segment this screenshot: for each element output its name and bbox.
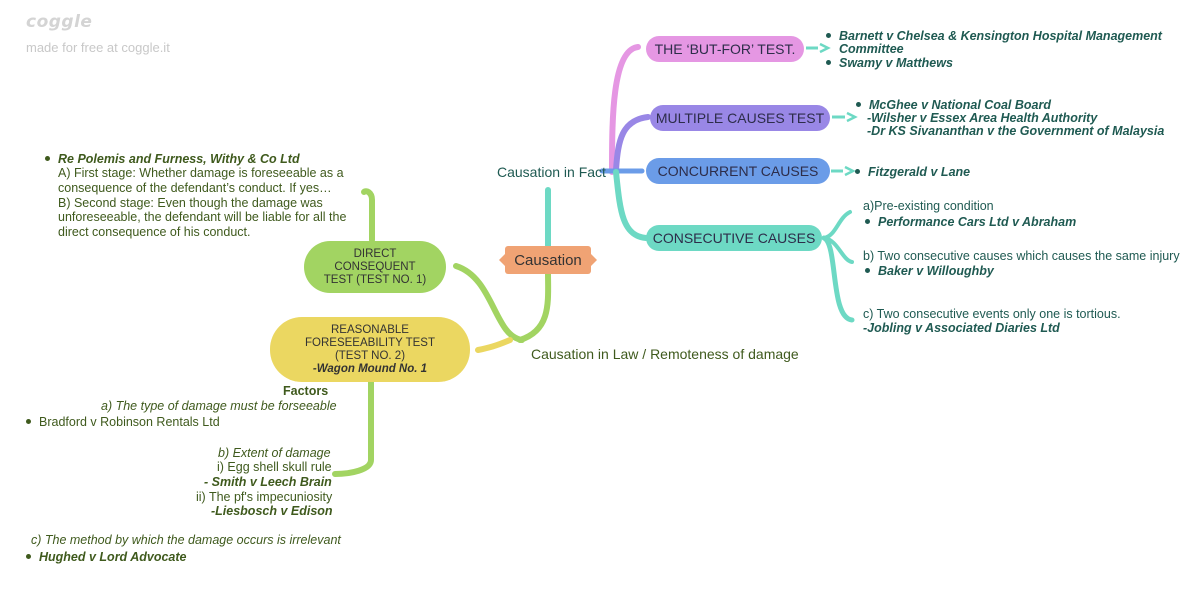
reasonable-foreseeability-node[interactable]: REASONABLE FORESEEABILITY TEST (TEST NO.… [270,317,470,382]
direct-consequent-node[interactable]: DIRECT CONSEQUENT TEST (TEST NO. 1) [304,241,446,293]
consecutive-a-case: Performance Cars Ltd v Abraham [865,215,1076,230]
consecutive-a-title: a)Pre-existing condition [863,199,994,213]
direct-note-1: A) First stage: Whether damage is forese… [58,166,344,180]
consecutive-c-title: c) Two consecutive events only one is to… [863,307,1121,321]
multiple-causes-node[interactable]: MULTIPLE CAUSES TEST [650,105,830,131]
consecutive-c-case: -Jobling v Associated Diaries Ltd [863,321,1060,335]
factor-b-i: i) Egg shell skull rule [217,460,332,474]
concurrent-case: Fitzgerald v Lane [855,165,970,180]
factor-b-i-case: - Smith v Leech Brain [204,475,332,489]
central-node[interactable]: Causation [505,246,591,274]
but-for-case-1: Barnett v Chelsea & Kensington Hospital … [826,29,1162,44]
multiple-case-3: -Dr KS Sivananthan v the Government of M… [867,124,1165,138]
factor-b-ii: ii) The pf's impecuniosity [196,490,333,504]
but-for-case-2: Swamy v Matthews [826,56,953,71]
fact-label[interactable]: Causation in Fact [497,164,606,180]
law-label[interactable]: Causation in Law / Remoteness of damage [531,346,799,362]
consecutive-b-title: b) Two consecutive causes which causes t… [863,249,1180,263]
direct-case: Re Polemis and Furness, Withy & Co Ltd [45,152,300,167]
coggle-logo: coggle [26,12,93,32]
but-for-case-1b: Committee [839,42,904,56]
factor-c-case: Hughed v Lord Advocate [26,550,186,565]
concurrent-causes-node[interactable]: CONCURRENT CAUSES [646,158,830,184]
central-label: Causation [514,251,582,269]
factor-a: a) The type of damage must be forseeable [101,399,337,413]
but-for-node[interactable]: THE ‘BUT-FOR’ TEST. [646,36,804,62]
tagline: made for free at coggle.it [26,40,170,55]
direct-note-2: consequence of the defendant’s conduct. … [58,181,332,195]
consecutive-b-case: Baker v Willoughby [865,264,994,279]
consecutive-causes-node[interactable]: CONSECUTIVE CAUSES [646,225,822,251]
direct-note-5: direct consequence of his conduct. [58,225,251,239]
multiple-case-1: McGhee v National Coal Board [856,98,1051,113]
factor-c: c) The method by which the damage occurs… [31,533,341,547]
direct-note-3: B) Second stage: Even though the damage … [58,196,323,210]
factors-title: Factors [283,384,329,398]
multiple-case-2: -Wilsher v Essex Area Health Authority [867,111,1098,125]
factor-b: b) Extent of damage [218,446,331,460]
factor-b-ii-case: -Liesbosch v Edison [211,504,333,518]
direct-note-4: unforeseeable, the defendant will be lia… [58,210,347,224]
factor-a-case: Bradford v Robinson Rentals Ltd [26,415,220,430]
